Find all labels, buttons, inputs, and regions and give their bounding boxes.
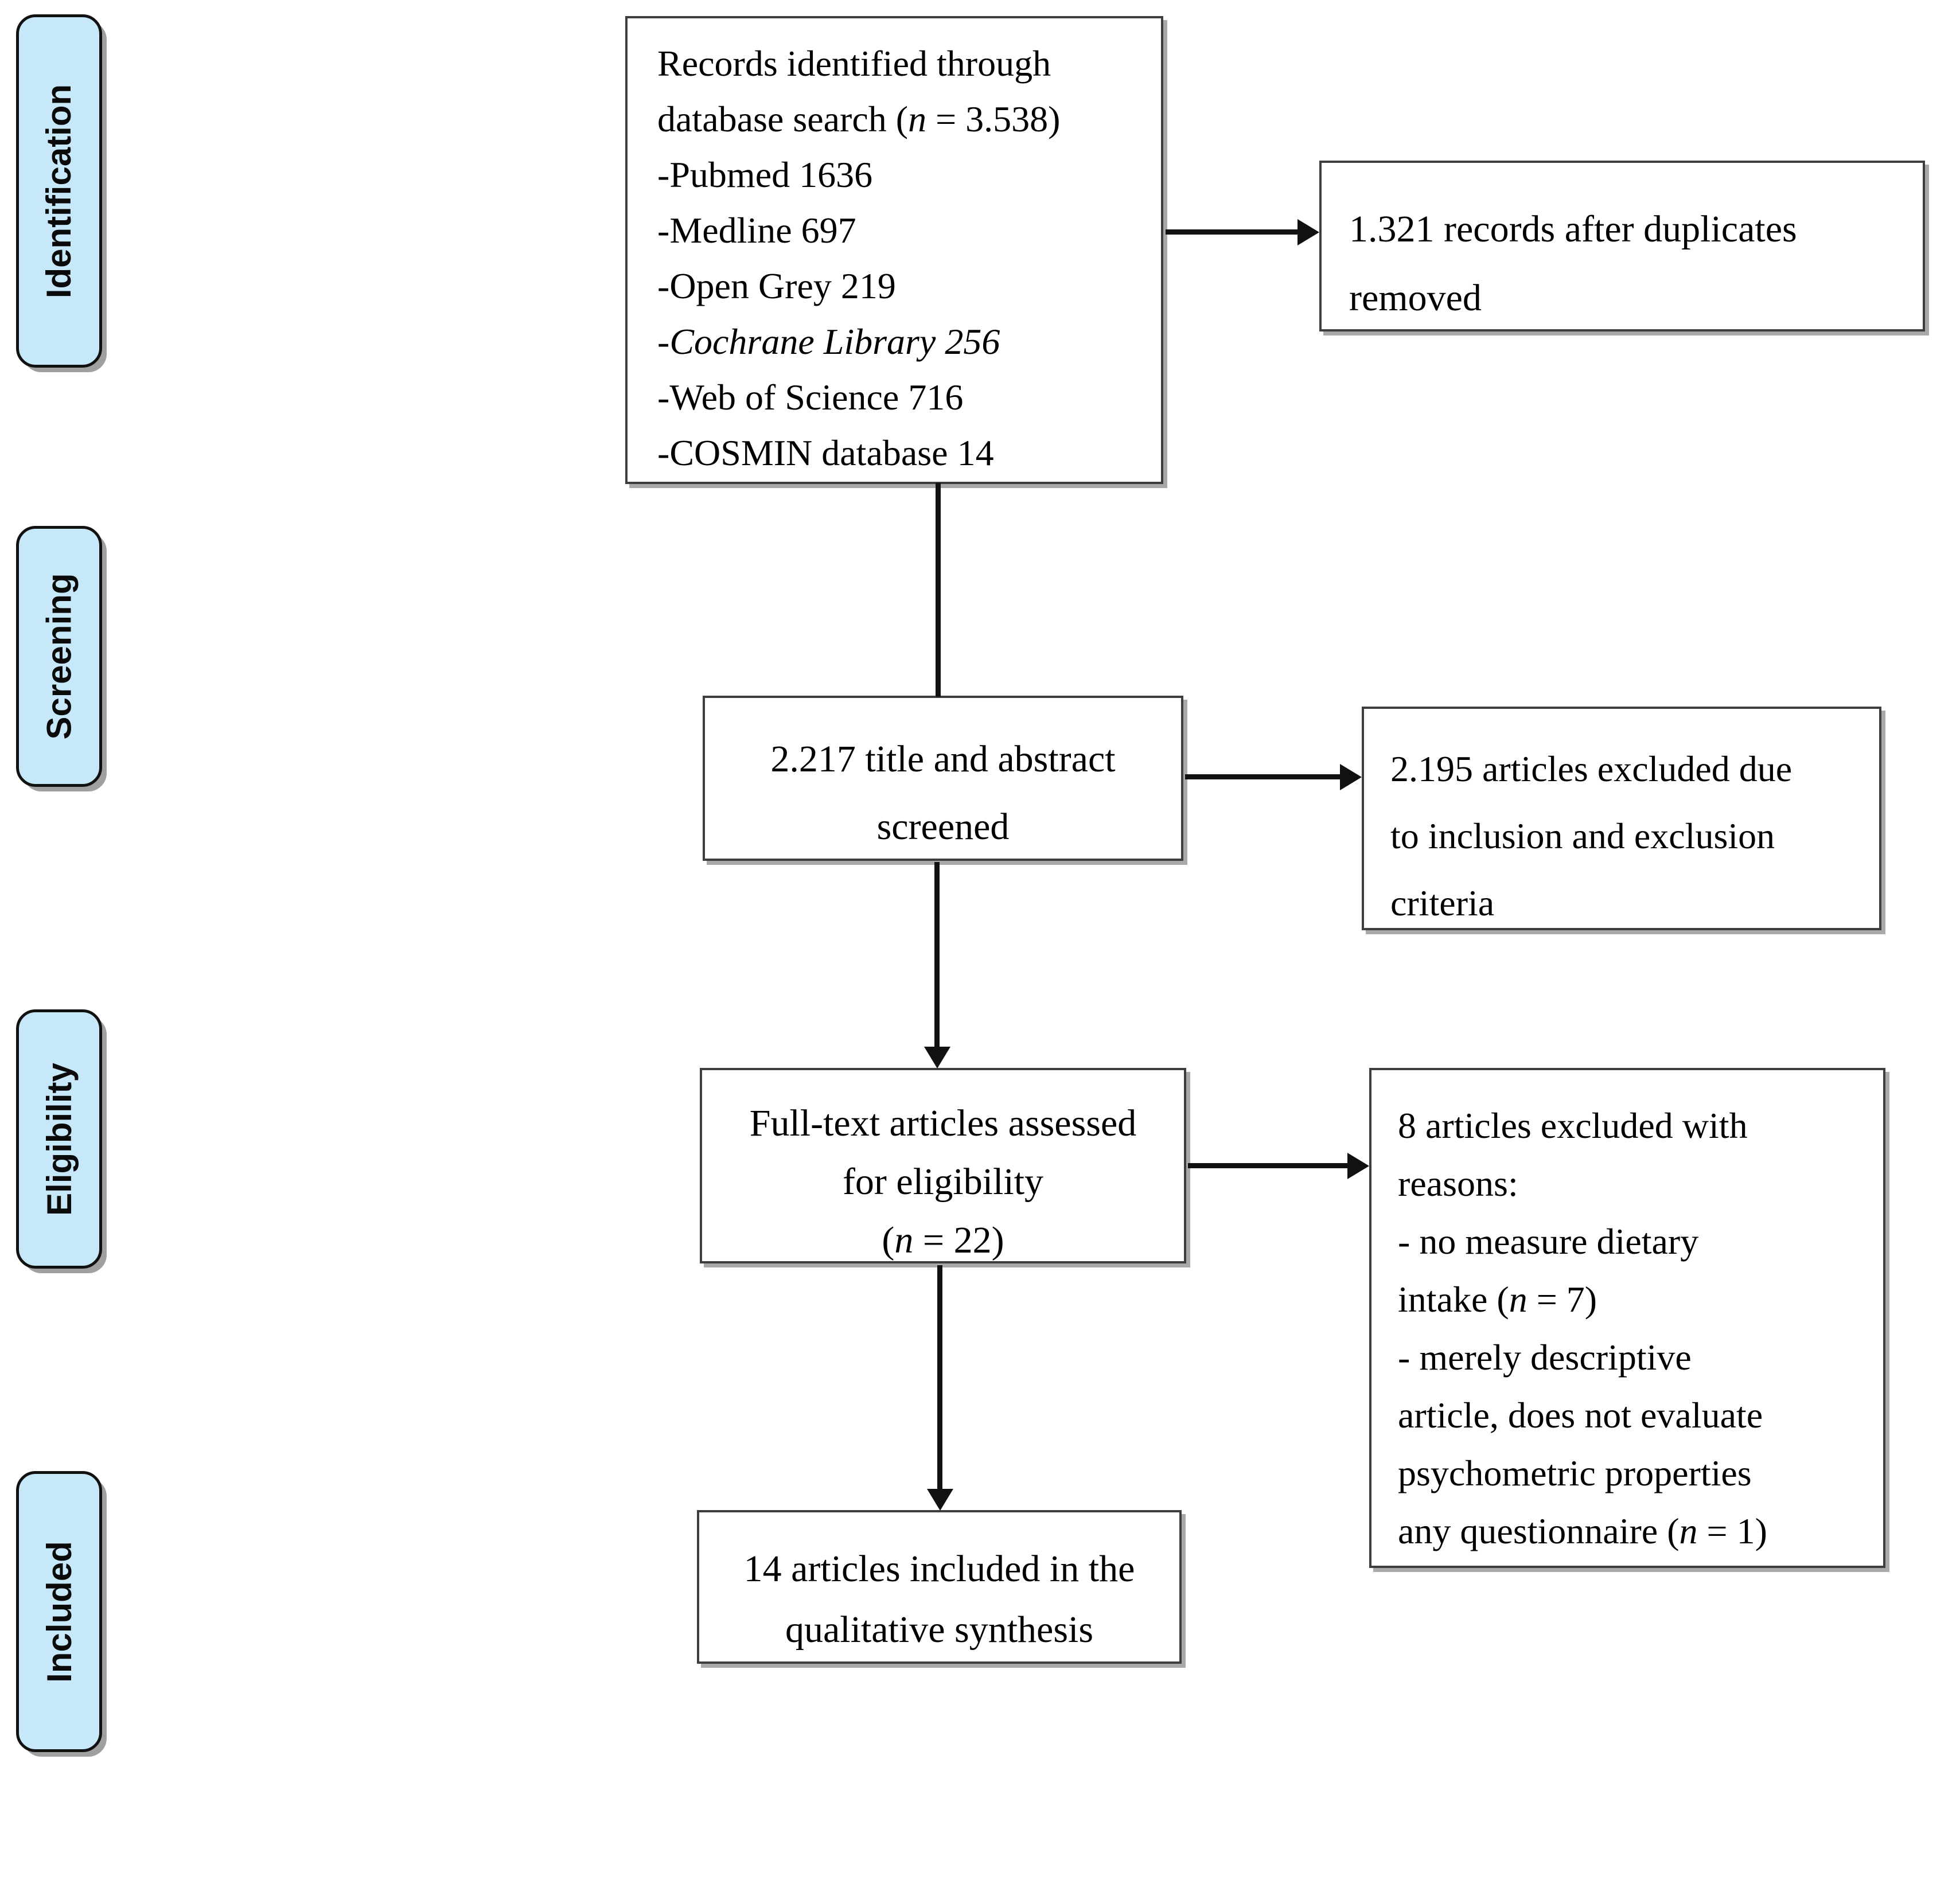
- n-symbol: n: [894, 1219, 914, 1261]
- excluded-fulltext-line-7: psychometric properties: [1398, 1453, 1752, 1493]
- n-symbol: n: [908, 99, 927, 139]
- stage-included: Included: [16, 1471, 102, 1752]
- records-source-cosmin: -COSMIN database 14: [657, 432, 994, 473]
- records-source-cochrane: -Cochrane Library 256: [657, 321, 1000, 362]
- n-symbol: n: [1509, 1279, 1528, 1320]
- articles-excluded-fulltext-box: 8 articles excluded with reasons: - no m…: [1369, 1068, 1885, 1568]
- included-synthesis-box: 14 articles included in the qualitative …: [697, 1510, 1182, 1664]
- excluded-fulltext-line-1: 8 articles excluded with: [1398, 1105, 1748, 1146]
- included-line-2: qualitative synthesis: [785, 1609, 1094, 1651]
- arrowhead-icon: [924, 1047, 950, 1068]
- arrowhead-icon: [926, 1489, 953, 1511]
- arrow-screened-to-fulltext: [924, 862, 950, 1068]
- excluded-screening-line-2: to inclusion and exclusion: [1390, 816, 1775, 856]
- screened-line-1: 2.217 title and abstract: [770, 738, 1116, 780]
- stage-included-label: Included: [40, 1540, 79, 1683]
- duplicates-line-2: removed: [1349, 277, 1482, 319]
- stage-screening-label: Screening: [40, 573, 79, 740]
- articles-excluded-screening-box: 2.195 articles excluded due to inclusion…: [1362, 707, 1881, 930]
- arrow-fulltext-to-included: [926, 1265, 953, 1511]
- records-line-2: database search (n = 3.538): [657, 99, 1061, 139]
- fulltext-assessed-box: Full-text articles assessed for eligibil…: [700, 1068, 1186, 1263]
- excluded-fulltext-line-6: article, does not evaluate: [1398, 1395, 1763, 1436]
- records-source-opengrey: -Open Grey 219: [657, 266, 896, 306]
- arrowhead-icon: [1297, 219, 1319, 245]
- records-line-1: Records identified through: [657, 43, 1051, 84]
- arrow-screened-to-excluded: [1185, 763, 1362, 790]
- n-symbol: n: [1679, 1511, 1698, 1551]
- included-line-1: 14 articles included in the: [743, 1548, 1135, 1590]
- arrow-fulltext-to-excluded: [1188, 1152, 1369, 1179]
- arrowhead-icon: [1347, 1152, 1369, 1179]
- excluded-screening-line-1: 2.195 articles excluded due: [1390, 748, 1793, 789]
- duplicates-removed-box: 1.321 records after duplicates removed: [1319, 161, 1925, 331]
- records-source-pubmed: -Pubmed 1636: [657, 154, 873, 195]
- connector-records-to-screened: [936, 483, 941, 697]
- excluded-fulltext-line-3: - no measure dietary: [1398, 1221, 1699, 1262]
- excluded-fulltext-line-2: reasons:: [1398, 1163, 1518, 1204]
- duplicates-line-1: 1.321 records after duplicates: [1349, 208, 1797, 250]
- excluded-fulltext-line-5: - merely descriptive: [1398, 1337, 1692, 1378]
- stage-identification-label: Identification: [40, 84, 79, 298]
- arrow-records-to-duplicates: [1166, 219, 1319, 245]
- excluded-screening-line-3: criteria: [1390, 883, 1495, 923]
- records-source-medline: -Medline 697: [657, 210, 856, 251]
- fulltext-line-3: (n = 22): [882, 1219, 1004, 1261]
- fulltext-line-1: Full-text articles assessed: [749, 1102, 1137, 1144]
- screened-line-2: screened: [876, 806, 1010, 848]
- excluded-fulltext-line-8: any questionnaire (n = 1): [1398, 1511, 1767, 1551]
- arrowhead-icon: [1340, 763, 1362, 790]
- stage-identification: Identification: [16, 14, 102, 368]
- title-abstract-screened-box: 2.217 title and abstract screened: [703, 696, 1183, 861]
- excluded-fulltext-line-4: intake (n = 7): [1398, 1279, 1597, 1320]
- stage-screening: Screening: [16, 526, 102, 787]
- stage-eligibility: Eligibility: [16, 1009, 102, 1269]
- stage-eligibility-label: Eligibility: [40, 1062, 79, 1216]
- records-source-webofscience: -Web of Science 716: [657, 377, 964, 418]
- fulltext-line-2: for eligibility: [842, 1161, 1044, 1203]
- records-identified-box: Records identified through database sear…: [625, 16, 1163, 484]
